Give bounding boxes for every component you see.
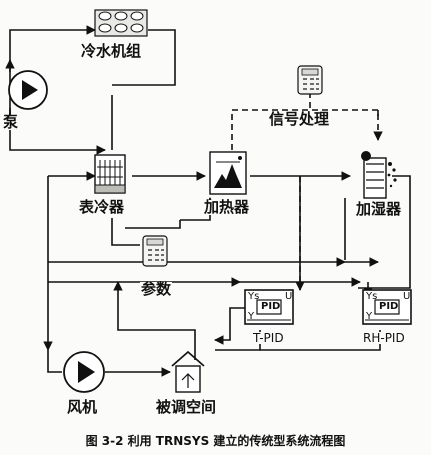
rh-pid-input-ys: Ys [366,291,378,302]
calculator-icon [142,235,168,267]
figure-caption: 图 3-2 利用 TRNSYS 建立的传统型系统流程图 [85,434,346,448]
t-pid-controller [244,289,294,325]
chiller-label: 冷水机组 [80,42,143,60]
signal-line-left [231,109,383,150]
rh-pid-controller [362,289,412,325]
water-line-chiller-out [112,29,176,86]
pump-icon [8,70,48,110]
calculator-icon [297,65,323,95]
conditioned-space-label: 被调空间 [155,398,218,416]
chiller-unit-icon [94,9,148,37]
pump-label: 泵 [2,113,20,131]
t-pid-output-u: U [285,291,293,302]
t-pid-input-y: Y [248,311,255,322]
water-line-pump-to-coil [9,110,106,155]
rh-pid-label: RH-PID [362,331,406,345]
signal-processing-label: 信号处理 [268,110,331,128]
air-line-to-fan [47,350,62,373]
rh-pid-input-y: Y [366,311,373,322]
t-pid-input-ys: Ys [248,291,260,302]
rh-pid-box-text: PID [379,301,399,312]
humidifier-label: 加湿器 [355,200,403,218]
rh-pid-output-u: U [403,291,411,302]
building-icon [171,350,205,393]
cooling-coil-label: 表冷器 [78,198,126,216]
humidifier-icon [361,151,397,199]
fan-icon [63,351,105,393]
line-tpid-out [214,307,245,345]
parameters-label: 参数 [140,280,173,298]
t-pid-label: T-PID [252,331,285,345]
cooling-coil-icon [94,154,126,194]
air-line-humidifier-out [358,175,411,289]
line-params-to-coil [111,218,140,246]
heater-label: 加热器 [203,198,251,216]
line-coil-feed [125,220,181,229]
t-pid-box-text: PID [261,301,281,312]
air-line-space-up [113,281,196,360]
heater-icon [209,151,247,195]
fan-label: 风机 [66,398,99,416]
